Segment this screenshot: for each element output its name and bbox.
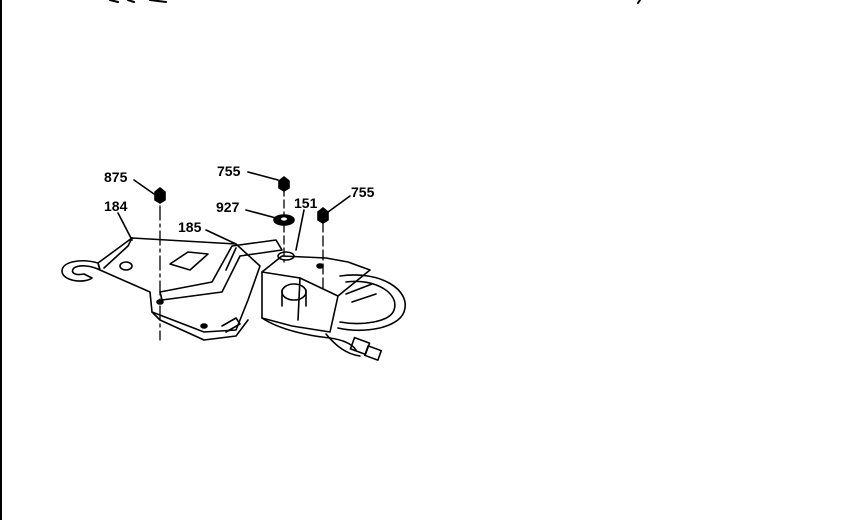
bracket-184-boss — [119, 261, 133, 271]
motor-body-sides — [281, 289, 307, 307]
rotor-disc-inner — [339, 280, 396, 325]
leader-755-right — [327, 195, 351, 213]
strap-185-fold — [225, 247, 237, 271]
callout-755-right: 755 — [351, 184, 375, 200]
callout-151: 151 — [294, 195, 318, 211]
callout-755-top: 755 — [217, 163, 241, 179]
bracket-184-flange — [103, 237, 133, 269]
top-edge-mark — [637, 0, 641, 4]
rotor-disc — [337, 274, 407, 332]
strap-185 — [159, 239, 283, 301]
top-edge-marks — [109, 0, 167, 3]
bracket-184-tab — [169, 251, 209, 271]
bracket-184-hole — [200, 323, 208, 329]
bracket-184 — [97, 237, 261, 333]
callout-927: 927 — [216, 199, 240, 215]
motor-body — [281, 283, 307, 301]
leader-755-top — [247, 171, 279, 181]
screw-755-top — [278, 176, 290, 192]
screw-755-right — [317, 207, 329, 224]
leader-151 — [295, 209, 305, 251]
bracket-184-clip — [221, 317, 241, 333]
leader-185 — [205, 229, 237, 245]
leader-927 — [245, 209, 277, 219]
callout-875: 875 — [104, 169, 128, 185]
leader-184 — [117, 212, 133, 241]
wire-connector — [363, 345, 383, 361]
callout-184: 184 — [104, 198, 128, 214]
screw-875 — [154, 187, 166, 204]
motor-bracket-hole — [316, 263, 324, 269]
page-border-line — [0, 0, 2, 520]
callout-185: 185 — [178, 219, 202, 235]
bracket-184-lower-edge — [151, 311, 249, 341]
washer-927-hole — [281, 217, 287, 221]
leader-875 — [133, 179, 155, 195]
wire-harness — [325, 333, 361, 357]
hook-end — [61, 260, 101, 282]
motor-shaft-boss — [277, 251, 295, 261]
motor-bracket-151 — [261, 255, 371, 333]
rotor-blades — [345, 283, 377, 303]
